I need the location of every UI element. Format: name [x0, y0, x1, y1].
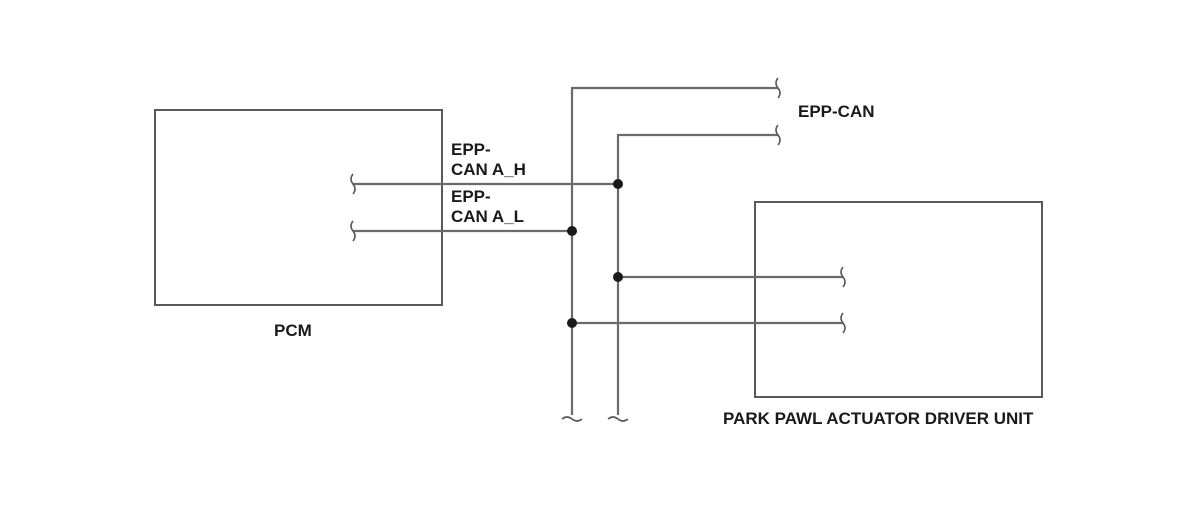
splice-dot-actuator-low [567, 318, 577, 328]
pcm-box [154, 109, 443, 306]
can-high-label-line2: CAN A_H [451, 160, 526, 179]
splice-dot-pcm-low [567, 226, 577, 236]
connector-break-actuator-high [840, 266, 846, 288]
connector-break-bus-top [775, 77, 781, 99]
actuator-label: PARK PAWL ACTUATOR DRIVER UNIT [723, 409, 1034, 428]
splice-dot-actuator-high [613, 272, 623, 282]
can-low-label-line1: EPP- [451, 187, 491, 206]
connector-break-bus-second [775, 124, 781, 146]
trunk-wire-can-high [616, 133, 778, 415]
connector-break-trunk-low-bottom [561, 416, 583, 422]
bus-label: EPP-CAN [798, 102, 875, 121]
splice-dot-pcm-high [613, 179, 623, 189]
can-low-label-line2: CAN A_L [451, 207, 524, 226]
connector-break-pcm-high [350, 173, 356, 195]
can-high-label-line1: EPP- [451, 140, 491, 159]
pcm-label: PCM [274, 321, 312, 340]
actuator-box [754, 201, 1043, 398]
connector-break-pcm-low [350, 220, 356, 242]
connector-break-trunk-high-bottom [607, 416, 629, 422]
connector-break-actuator-low [840, 312, 846, 334]
trunk-wire-can-low [570, 86, 778, 415]
